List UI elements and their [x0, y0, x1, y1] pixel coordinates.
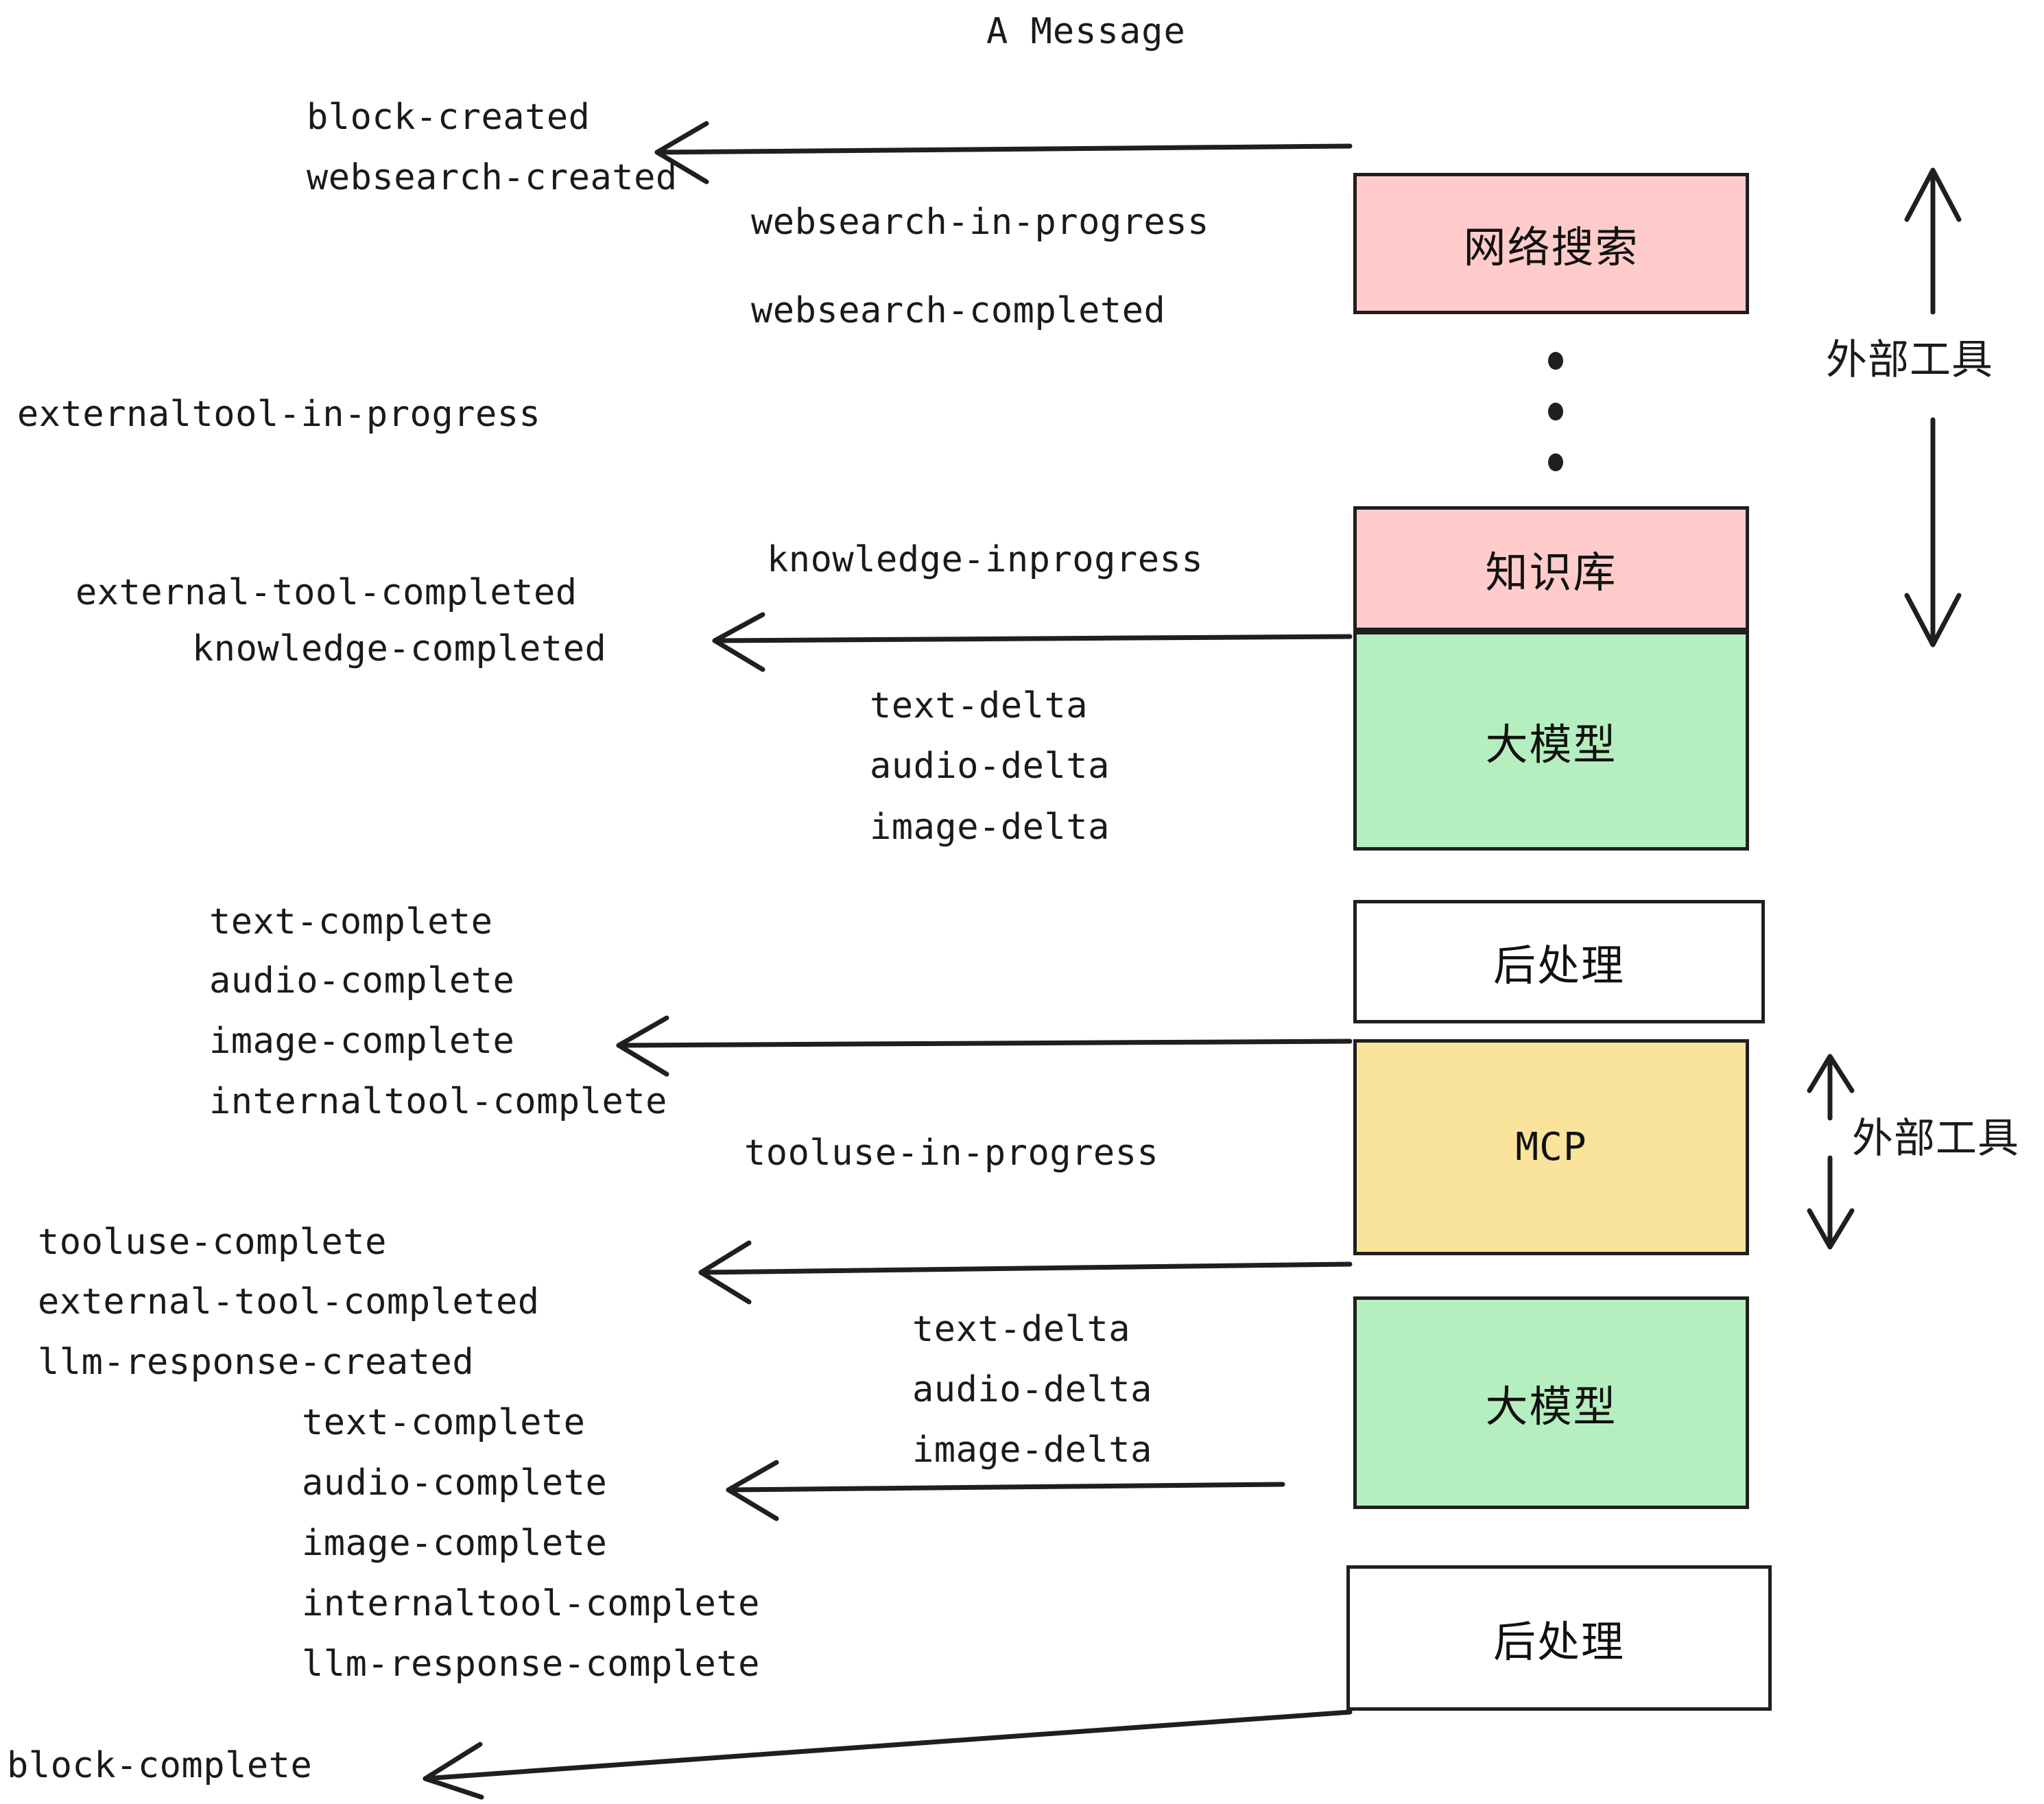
- event-label-websearch-completed: websearch-completed: [751, 290, 1166, 331]
- event-label-image-delta-1: image-delta: [870, 807, 1110, 848]
- event-label-text-complete-1: text-complete: [209, 901, 493, 942]
- event-label-externaltool-in-progress: externaltool-in-progress: [17, 394, 541, 435]
- event-label-audio-delta-1: audio-delta: [870, 746, 1110, 787]
- node-postprocess-2[interactable]: 后处理: [1346, 1565, 1772, 1711]
- event-label-llm-response-complete: llm-response-complete: [302, 1643, 760, 1685]
- arrow-image-complete: [616, 1015, 1353, 1077]
- external-tools-top-arrow: [1904, 167, 1962, 648]
- side-label-external-tools-top: 外部工具: [1826, 336, 1993, 384]
- diagram-title: A Message: [986, 11, 1186, 52]
- event-label-text-delta-2: text-delta: [912, 1309, 1131, 1350]
- event-label-websearch-created: websearch-created: [307, 157, 678, 198]
- event-label-image-complete-1: image-complete: [209, 1021, 515, 1062]
- event-label-knowledge-inprogress: knowledge-inprogress: [767, 539, 1204, 580]
- event-label-tooluse-in-progress: tooluse-in-progress: [744, 1132, 1159, 1174]
- event-label-text-delta-1: text-delta: [870, 685, 1089, 726]
- node-websearch[interactable]: 网络搜索: [1353, 173, 1749, 314]
- event-label-internaltool-complete-2: internaltool-complete: [302, 1583, 760, 1624]
- event-label-knowledge-completed: knowledge-completed: [192, 628, 607, 669]
- node-mcp-label: MCP: [1515, 1125, 1587, 1170]
- event-label-external-tool-completed-2: external-tool-completed: [38, 1281, 540, 1322]
- side-label-external-tools-bottom: 外部工具: [1852, 1115, 2019, 1163]
- event-label-text-complete-2: text-complete: [302, 1402, 586, 1443]
- external-tools-bottom-arrow: [1807, 1054, 1855, 1250]
- event-label-audio-complete-2: audio-complete: [302, 1462, 608, 1504]
- event-label-block-created: block-created: [307, 97, 591, 138]
- arrow-block-complete: [423, 1709, 1353, 1800]
- event-label-llm-response-created: llm-response-created: [38, 1342, 475, 1383]
- event-label-audio-delta-2: audio-delta: [912, 1369, 1152, 1410]
- event-label-tooluse-complete: tooluse-complete: [38, 1222, 387, 1263]
- ellipsis-dot-2: [1548, 403, 1563, 420]
- node-websearch-label: 网络搜索: [1463, 222, 1639, 272]
- node-llm-top[interactable]: 大模型: [1353, 631, 1749, 851]
- arrow-websearch-created: [654, 121, 1353, 185]
- event-label-image-complete-2: image-complete: [302, 1523, 608, 1564]
- arrow-audio-complete: [726, 1460, 1285, 1521]
- event-label-websearch-in-progress: websearch-in-progress: [751, 202, 1209, 243]
- event-label-image-delta-2: image-delta: [912, 1429, 1152, 1471]
- node-knowledge[interactable]: 知识库: [1353, 506, 1749, 631]
- node-llm-top-label: 大模型: [1485, 720, 1617, 770]
- node-llm-bottom-label: 大模型: [1485, 1381, 1617, 1432]
- event-label-block-complete: block-complete: [7, 1745, 313, 1786]
- node-postprocess-1-label: 后处理: [1493, 940, 1625, 990]
- node-llm-bottom[interactable]: 大模型: [1353, 1296, 1749, 1509]
- node-postprocess-2-label: 后处理: [1493, 1617, 1625, 1667]
- event-label-internaltool-complete-1: internaltool-complete: [209, 1081, 667, 1122]
- arrow-knowledge-completed: [712, 612, 1353, 672]
- event-label-audio-complete-1: audio-complete: [209, 960, 515, 1001]
- arrow-tooluse-complete: [698, 1240, 1353, 1305]
- node-knowledge-label: 知识库: [1485, 547, 1617, 597]
- event-label-external-tool-completed-1: external-tool-completed: [75, 572, 578, 613]
- ellipsis-dot-3: [1548, 453, 1563, 471]
- ellipsis-dot-1: [1548, 352, 1563, 370]
- node-postprocess-1[interactable]: 后处理: [1353, 900, 1765, 1023]
- node-mcp[interactable]: MCP: [1353, 1039, 1749, 1255]
